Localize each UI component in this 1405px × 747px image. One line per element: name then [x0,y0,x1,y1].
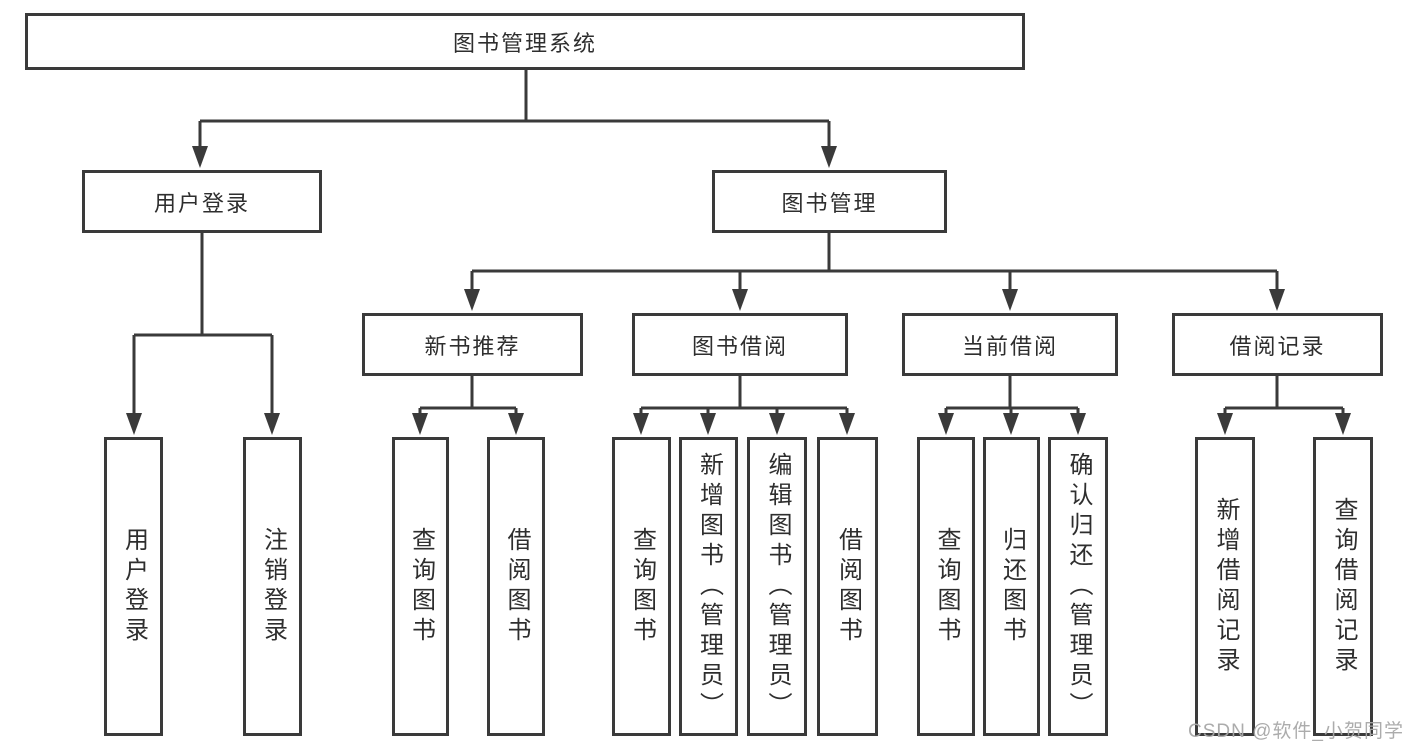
node-label: 借阅记录 [1229,333,1326,359]
leaf-query-books-borrow: 查询图书 [612,437,671,736]
node-label: 图书管理 [781,190,878,216]
node-label: 确认归还（管理员） [1065,451,1092,722]
arrow-icon [1070,413,1086,435]
node-label: 新增借阅记录 [1212,496,1239,677]
leaf-query-books-recommend: 查询图书 [392,437,449,736]
arrow-icon [1269,289,1285,311]
arrow-icon [1335,413,1351,435]
leaf-add-books-admin: 新增图书（管理员） [679,437,738,736]
leaf-borrow-books-recommend: 借阅图书 [487,437,545,736]
arrow-icon [412,413,428,435]
node-label: 当前借阅 [961,333,1058,359]
node-label: 查询图书 [628,526,656,647]
node-borrow-record: 借阅记录 [1172,313,1383,376]
leaf-query-borrow-record: 查询借阅记录 [1313,437,1373,736]
arrow-icon [508,413,524,435]
leaf-logout-login: 注销登录 [243,437,302,736]
node-user-login: 用户登录 [82,170,322,233]
leaf-confirm-return-admin: 确认归还（管理员） [1048,437,1108,736]
arrow-icon [464,289,480,311]
csdn-watermark: CSDN @软件_小贺同学 [1188,721,1404,742]
node-new-book-recommend: 新书推荐 [362,313,583,376]
node-label: 编辑图书（管理员） [764,451,791,722]
arrow-icon [1217,413,1233,435]
node-label: 用户登录 [120,526,148,647]
node-label: 注销登录 [259,526,287,647]
arrow-icon [821,146,837,168]
leaf-return-books: 归还图书 [983,437,1040,736]
arrow-icon [1003,413,1019,435]
arrow-icon [633,413,649,435]
arrow-icon [839,413,855,435]
node-label: 用户登录 [153,190,250,216]
node-book-management: 图书管理 [712,170,947,233]
node-label: 查询图书 [933,526,960,647]
leaf-user-login: 用户登录 [104,437,163,736]
node-label: 查询图书 [407,526,435,647]
node-label: 新增图书（管理员） [695,451,723,722]
node-label: 新书推荐 [424,333,521,359]
node-book-borrow: 图书借阅 [632,313,848,376]
leaf-query-books-current: 查询图书 [917,437,975,736]
node-label: 图书借阅 [691,333,788,359]
arrow-icon [700,413,716,435]
arrow-icon [732,289,748,311]
leaf-edit-books-admin: 编辑图书（管理员） [747,437,807,736]
arrow-icon [938,413,954,435]
node-current-borrow: 当前借阅 [902,313,1118,376]
node-library-management-system: 图书管理系统 [25,13,1025,70]
leaf-borrow-books: 借阅图书 [817,437,878,736]
node-label: 图书管理系统 [452,30,597,56]
node-label: 借阅图书 [503,526,530,647]
arrow-icon [192,146,208,168]
arrow-icon [126,413,142,435]
arrow-icon [769,413,785,435]
arrow-icon [1002,289,1018,311]
node-label: 归还图书 [998,526,1026,647]
leaf-add-borrow-record: 新增借阅记录 [1195,437,1255,736]
arrow-icon [264,413,280,435]
node-label: 查询借阅记录 [1330,496,1357,677]
node-label: 借阅图书 [834,526,862,647]
